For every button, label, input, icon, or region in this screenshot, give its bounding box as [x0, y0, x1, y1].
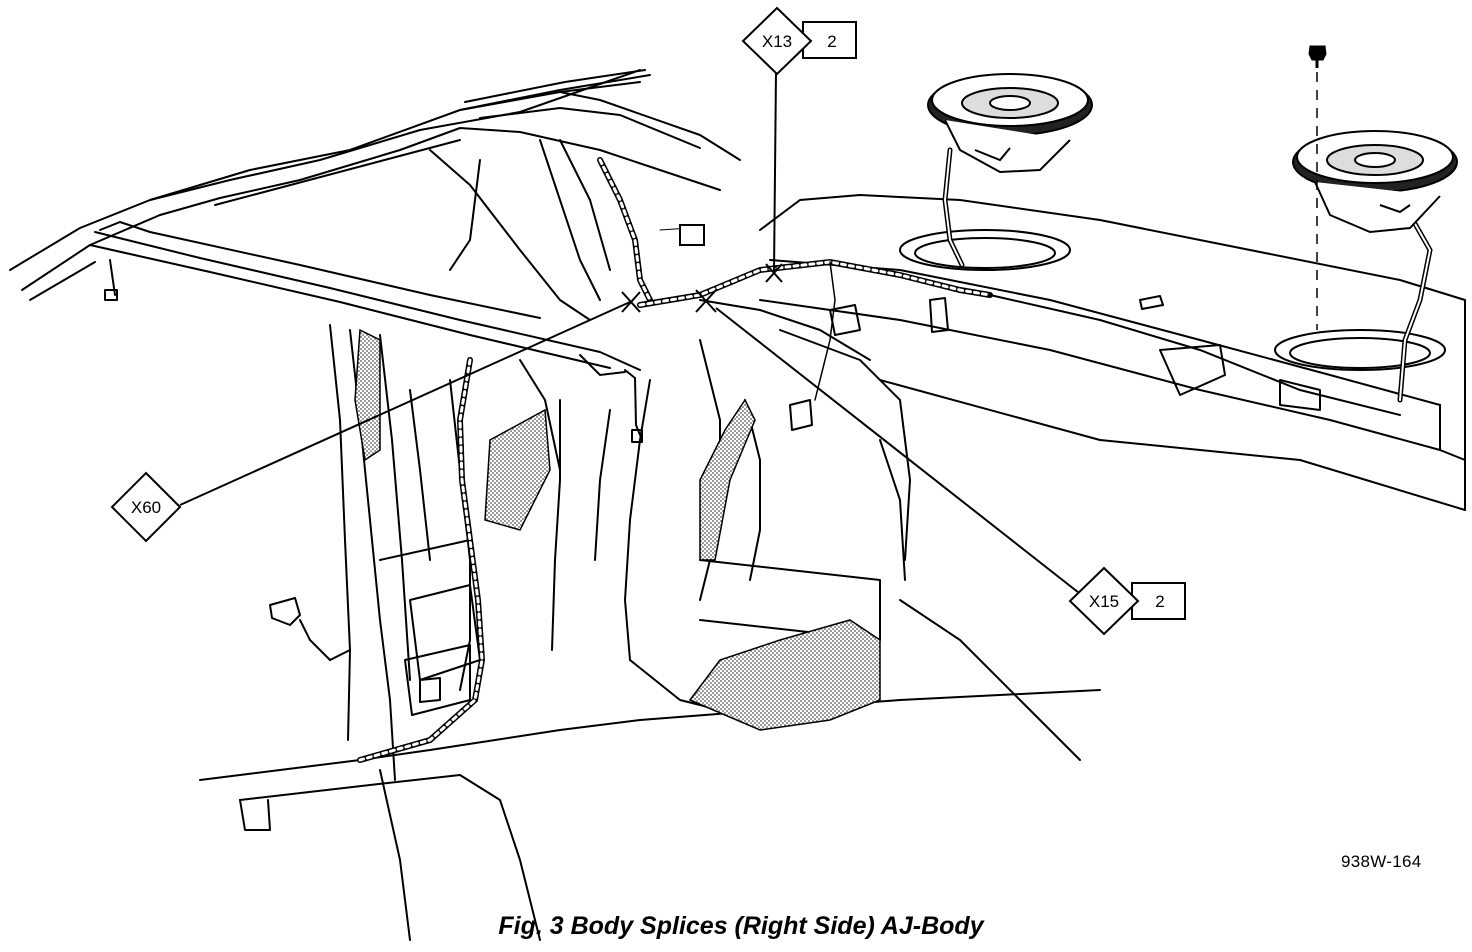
- splice-markers: [621, 263, 783, 313]
- shaded-panels: [354, 328, 881, 731]
- wiring-harness: [299, 147, 1433, 763]
- speaker-screw: [1308, 45, 1327, 330]
- callout-x13-code: X13: [762, 32, 792, 51]
- speaker-right: [1292, 130, 1458, 234]
- callout-x60-code: X60: [131, 498, 161, 517]
- leader-lines: [179, 71, 1089, 601]
- callout-x15-circuit: 2: [1155, 592, 1164, 611]
- figure-reference-code: 938W-164: [1341, 852, 1422, 871]
- callout-x13: X13 2: [741, 6, 857, 76]
- figure-caption: Fig. 3 Body Splices (Right Side) AJ-Body: [498, 912, 984, 940]
- car-body-linework: [9, 69, 1466, 941]
- callout-x60: X60: [110, 471, 182, 543]
- callout-x15-code: X15: [1089, 592, 1119, 611]
- callout-x13-circuit: 2: [827, 32, 836, 51]
- speaker-left: [927, 73, 1093, 174]
- callout-x15: X15 2: [1068, 566, 1186, 636]
